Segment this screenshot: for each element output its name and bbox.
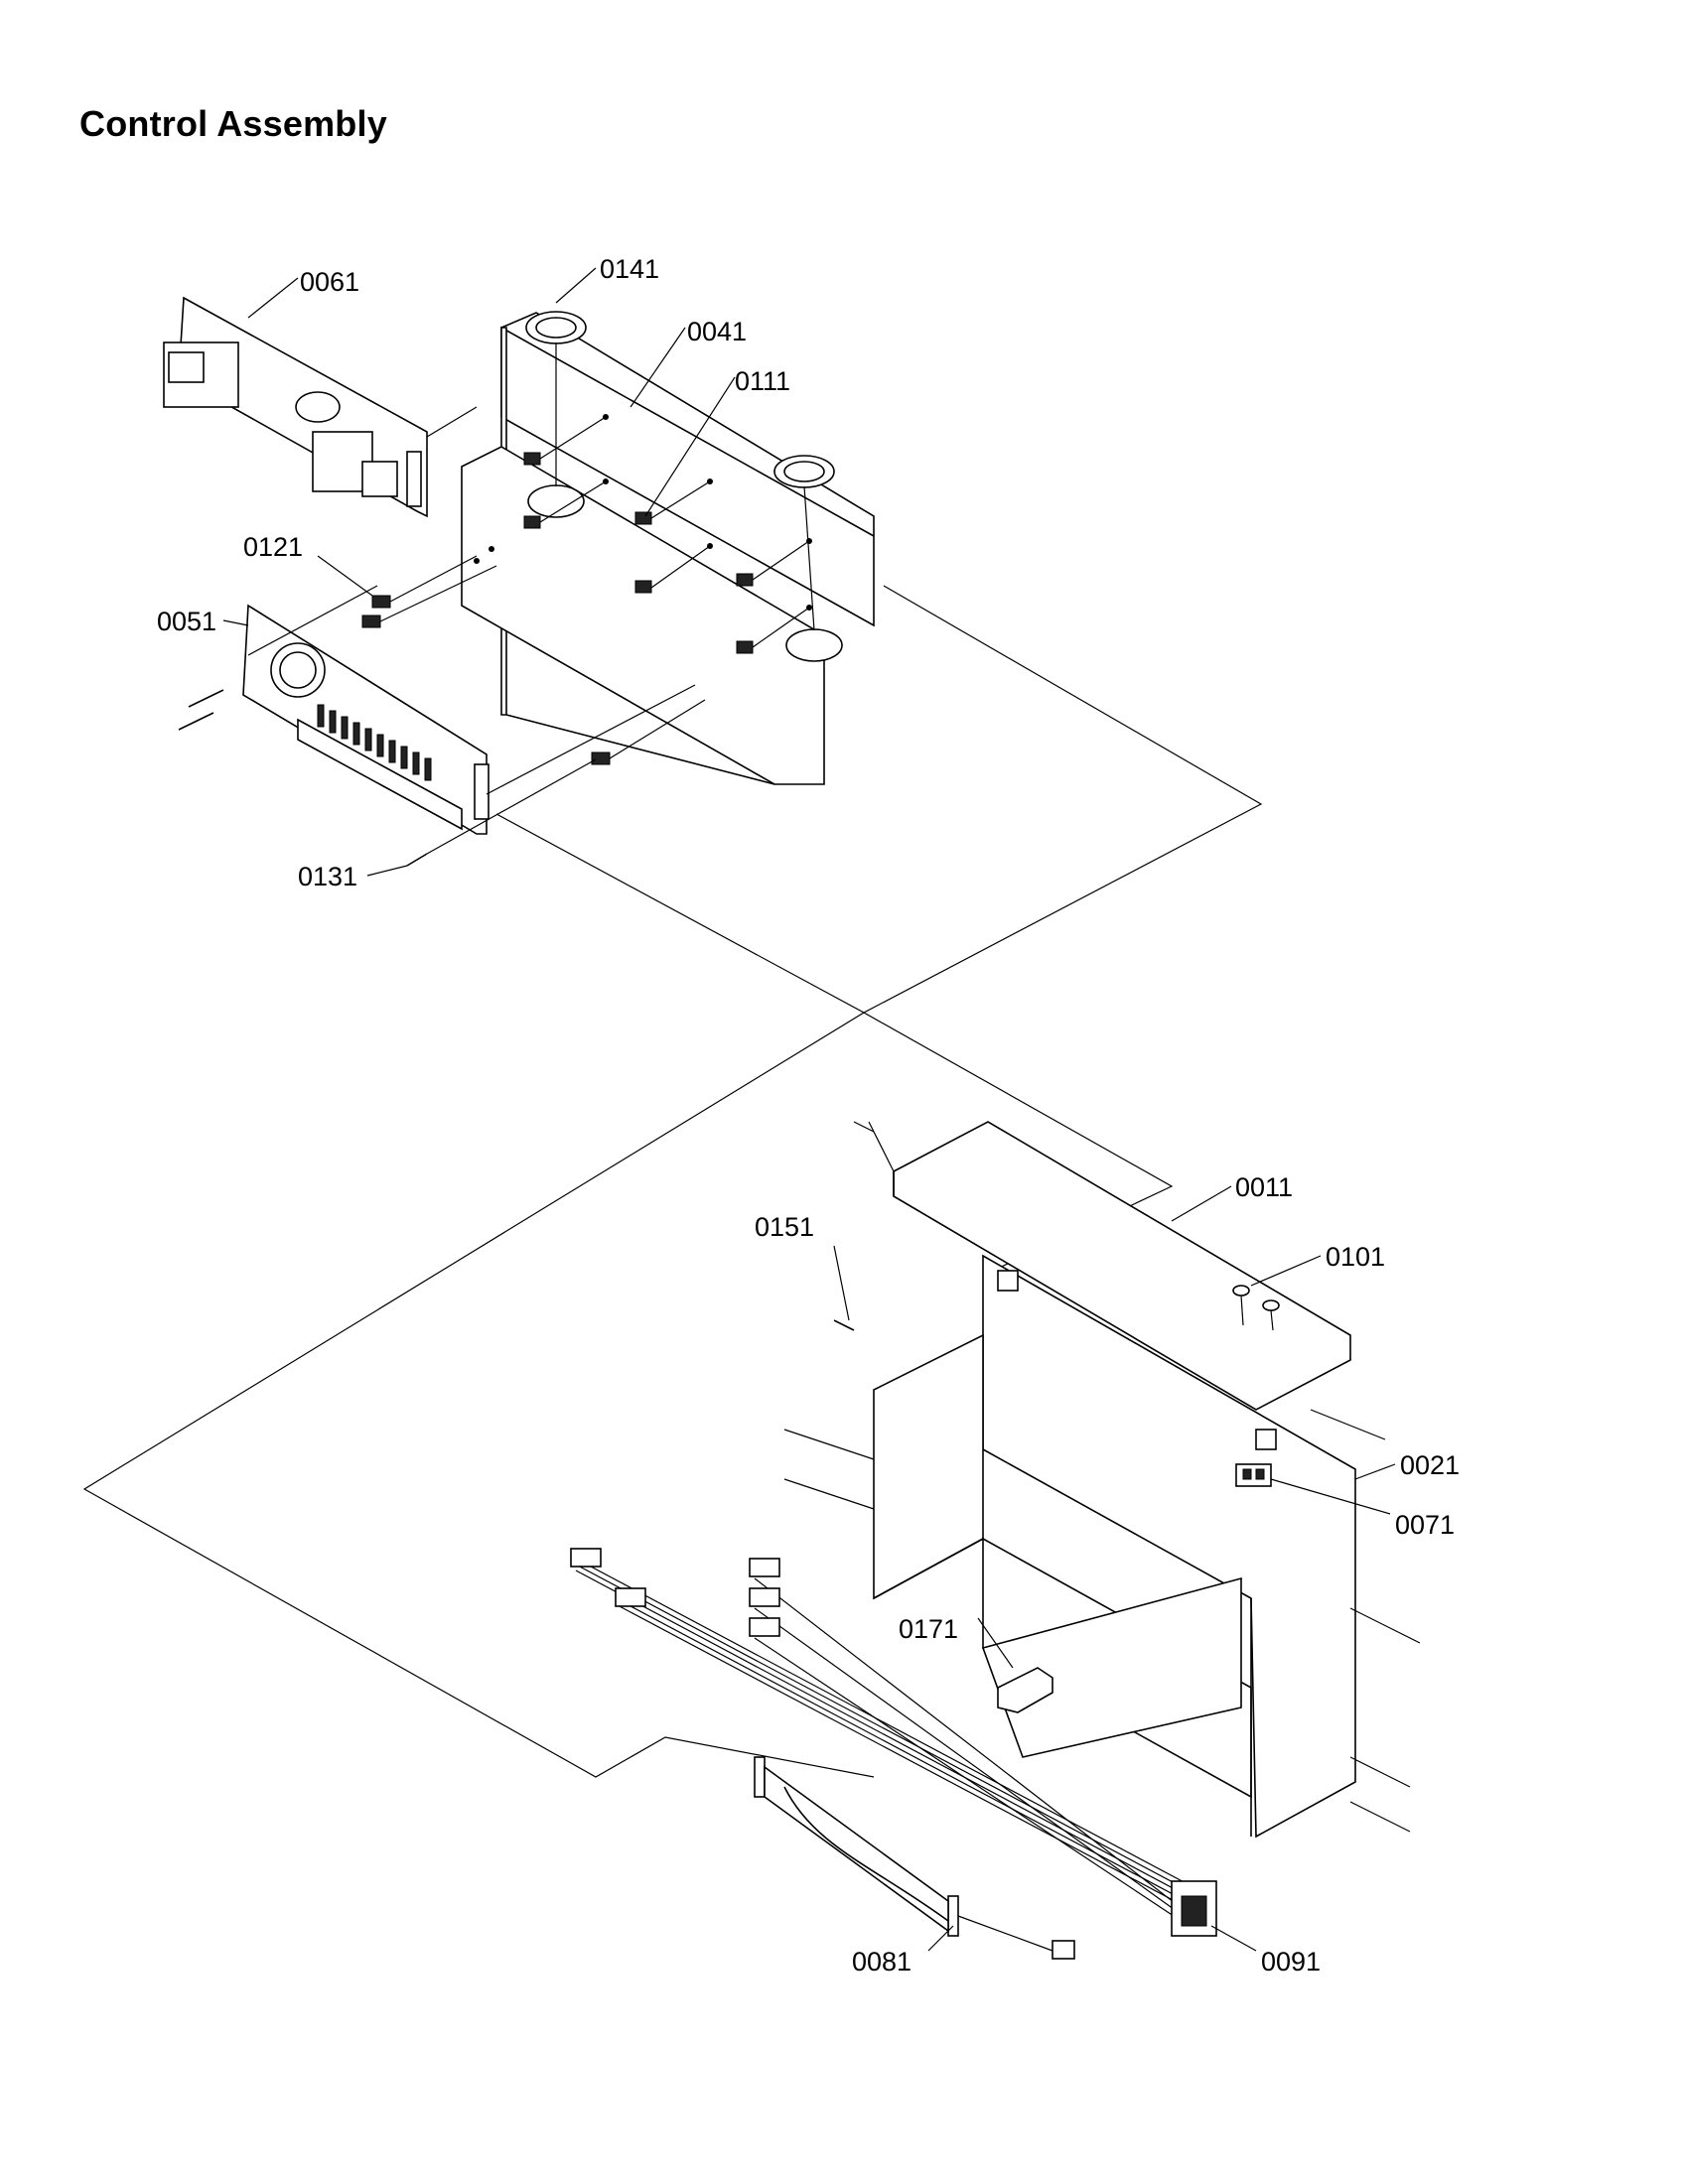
display-board-0051 [242, 585, 696, 835]
clips-0111 [523, 414, 812, 654]
label-0041: 0041 [687, 317, 747, 346]
label-0021: 0021 [1400, 1450, 1460, 1480]
chassis-screws [783, 1121, 1421, 1833]
leader-lines [222, 267, 1396, 1952]
connection-outline-left [82, 813, 875, 1778]
label-0141: 0141 [600, 254, 659, 284]
ribbon-cable-0081 [754, 1756, 1075, 1960]
grommet-0141 [525, 311, 835, 631]
label-0091: 0091 [1261, 1947, 1321, 1977]
bracket-0171 [997, 1667, 1053, 1713]
label-0151: 0151 [755, 1212, 814, 1242]
wire-harness-0091 [570, 1548, 1217, 1937]
switch-0071 [1235, 1463, 1272, 1487]
screws-0101 [1232, 1285, 1280, 1331]
label-0171: 0171 [899, 1614, 958, 1644]
label-0011: 0011 [1235, 1172, 1293, 1202]
label-0081: 0081 [852, 1947, 912, 1977]
label-0131: 0131 [298, 862, 357, 891]
chassis-0021 [873, 1254, 1356, 1839]
label-0111: 0111 [735, 366, 790, 396]
power-board-0061 [163, 296, 478, 518]
label-0061: 0061 [300, 267, 359, 297]
screws-0131 [178, 689, 706, 867]
standoffs-0121 [361, 546, 497, 628]
page-title: Control Assembly [79, 103, 387, 144]
bracket-0041 [461, 312, 875, 785]
label-0071: 0071 [1395, 1510, 1455, 1540]
pin-0151 [833, 1319, 855, 1331]
cover-0011 [868, 1121, 1351, 1411]
label-0051: 0051 [157, 607, 216, 636]
label-0121: 0121 [243, 532, 303, 562]
label-0101: 0101 [1326, 1242, 1385, 1272]
